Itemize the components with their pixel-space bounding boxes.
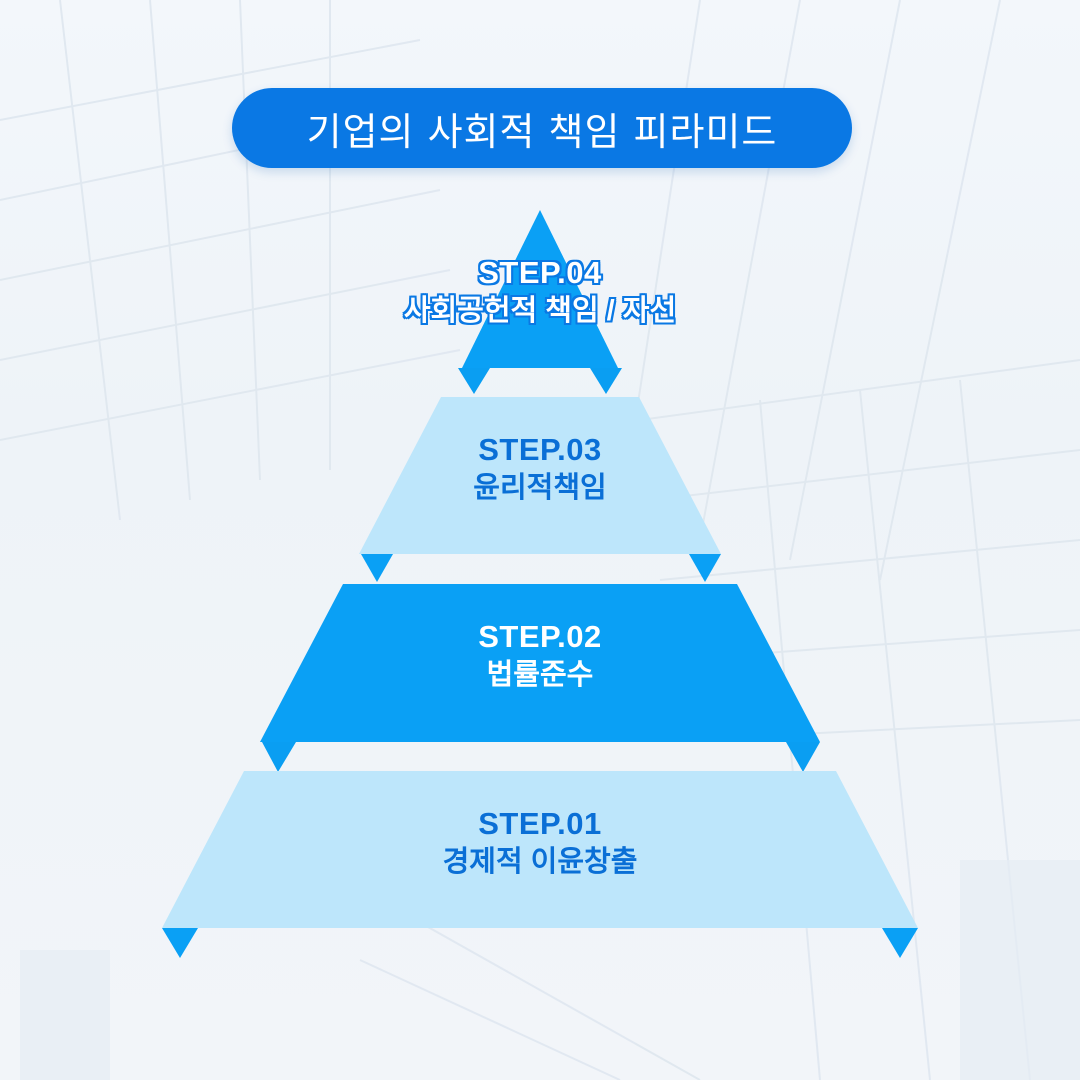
tier-1-left-fold	[162, 928, 198, 958]
tier-3-label: STEP.03 윤리적책임	[340, 431, 740, 507]
tier-2-left-fold	[262, 742, 296, 772]
tier-2-right-fold	[786, 742, 820, 772]
tier-4-shape	[462, 210, 618, 368]
tier-3-right-fold	[689, 554, 721, 582]
pyramid-tier-1	[162, 771, 918, 958]
tier-1-shape	[162, 771, 918, 928]
tier-2-label: STEP.02 법률준수	[340, 618, 740, 694]
tier-4-right-fold	[590, 368, 622, 394]
tier-1-name: 경제적 이윤창출	[442, 846, 638, 878]
tier-2-step: STEP.02	[478, 619, 602, 654]
pyramid-tier-3	[359, 397, 721, 582]
tier-3-left-fold	[361, 554, 393, 582]
tier-3-shape	[359, 397, 721, 554]
tier-4-label: STEP.04 사회공헌적 책임 / 자선	[340, 254, 740, 330]
tier-2-shape	[260, 584, 820, 742]
pyramid-tier-2	[260, 584, 820, 772]
tier-4-step: STEP.04	[478, 255, 602, 290]
pyramid-tier-4	[458, 210, 622, 394]
tier-1-label: STEP.01 경제적 이윤창출	[340, 805, 740, 881]
tier-1-step: STEP.01	[478, 806, 602, 841]
page-title: 기업의 사회적 책임 피라미드	[306, 109, 778, 154]
tier-4-left-fold	[458, 368, 490, 394]
tier-3-name: 윤리적책임	[473, 472, 607, 504]
tier-4-name: 사회공헌적 책임 / 자선	[403, 295, 677, 327]
tier-3-step: STEP.03	[478, 432, 602, 467]
tier-2-name: 법률준수	[486, 659, 594, 691]
tier-1-right-fold	[882, 928, 918, 958]
title-banner: 기업의 사회적 책임 피라미드	[232, 88, 852, 168]
